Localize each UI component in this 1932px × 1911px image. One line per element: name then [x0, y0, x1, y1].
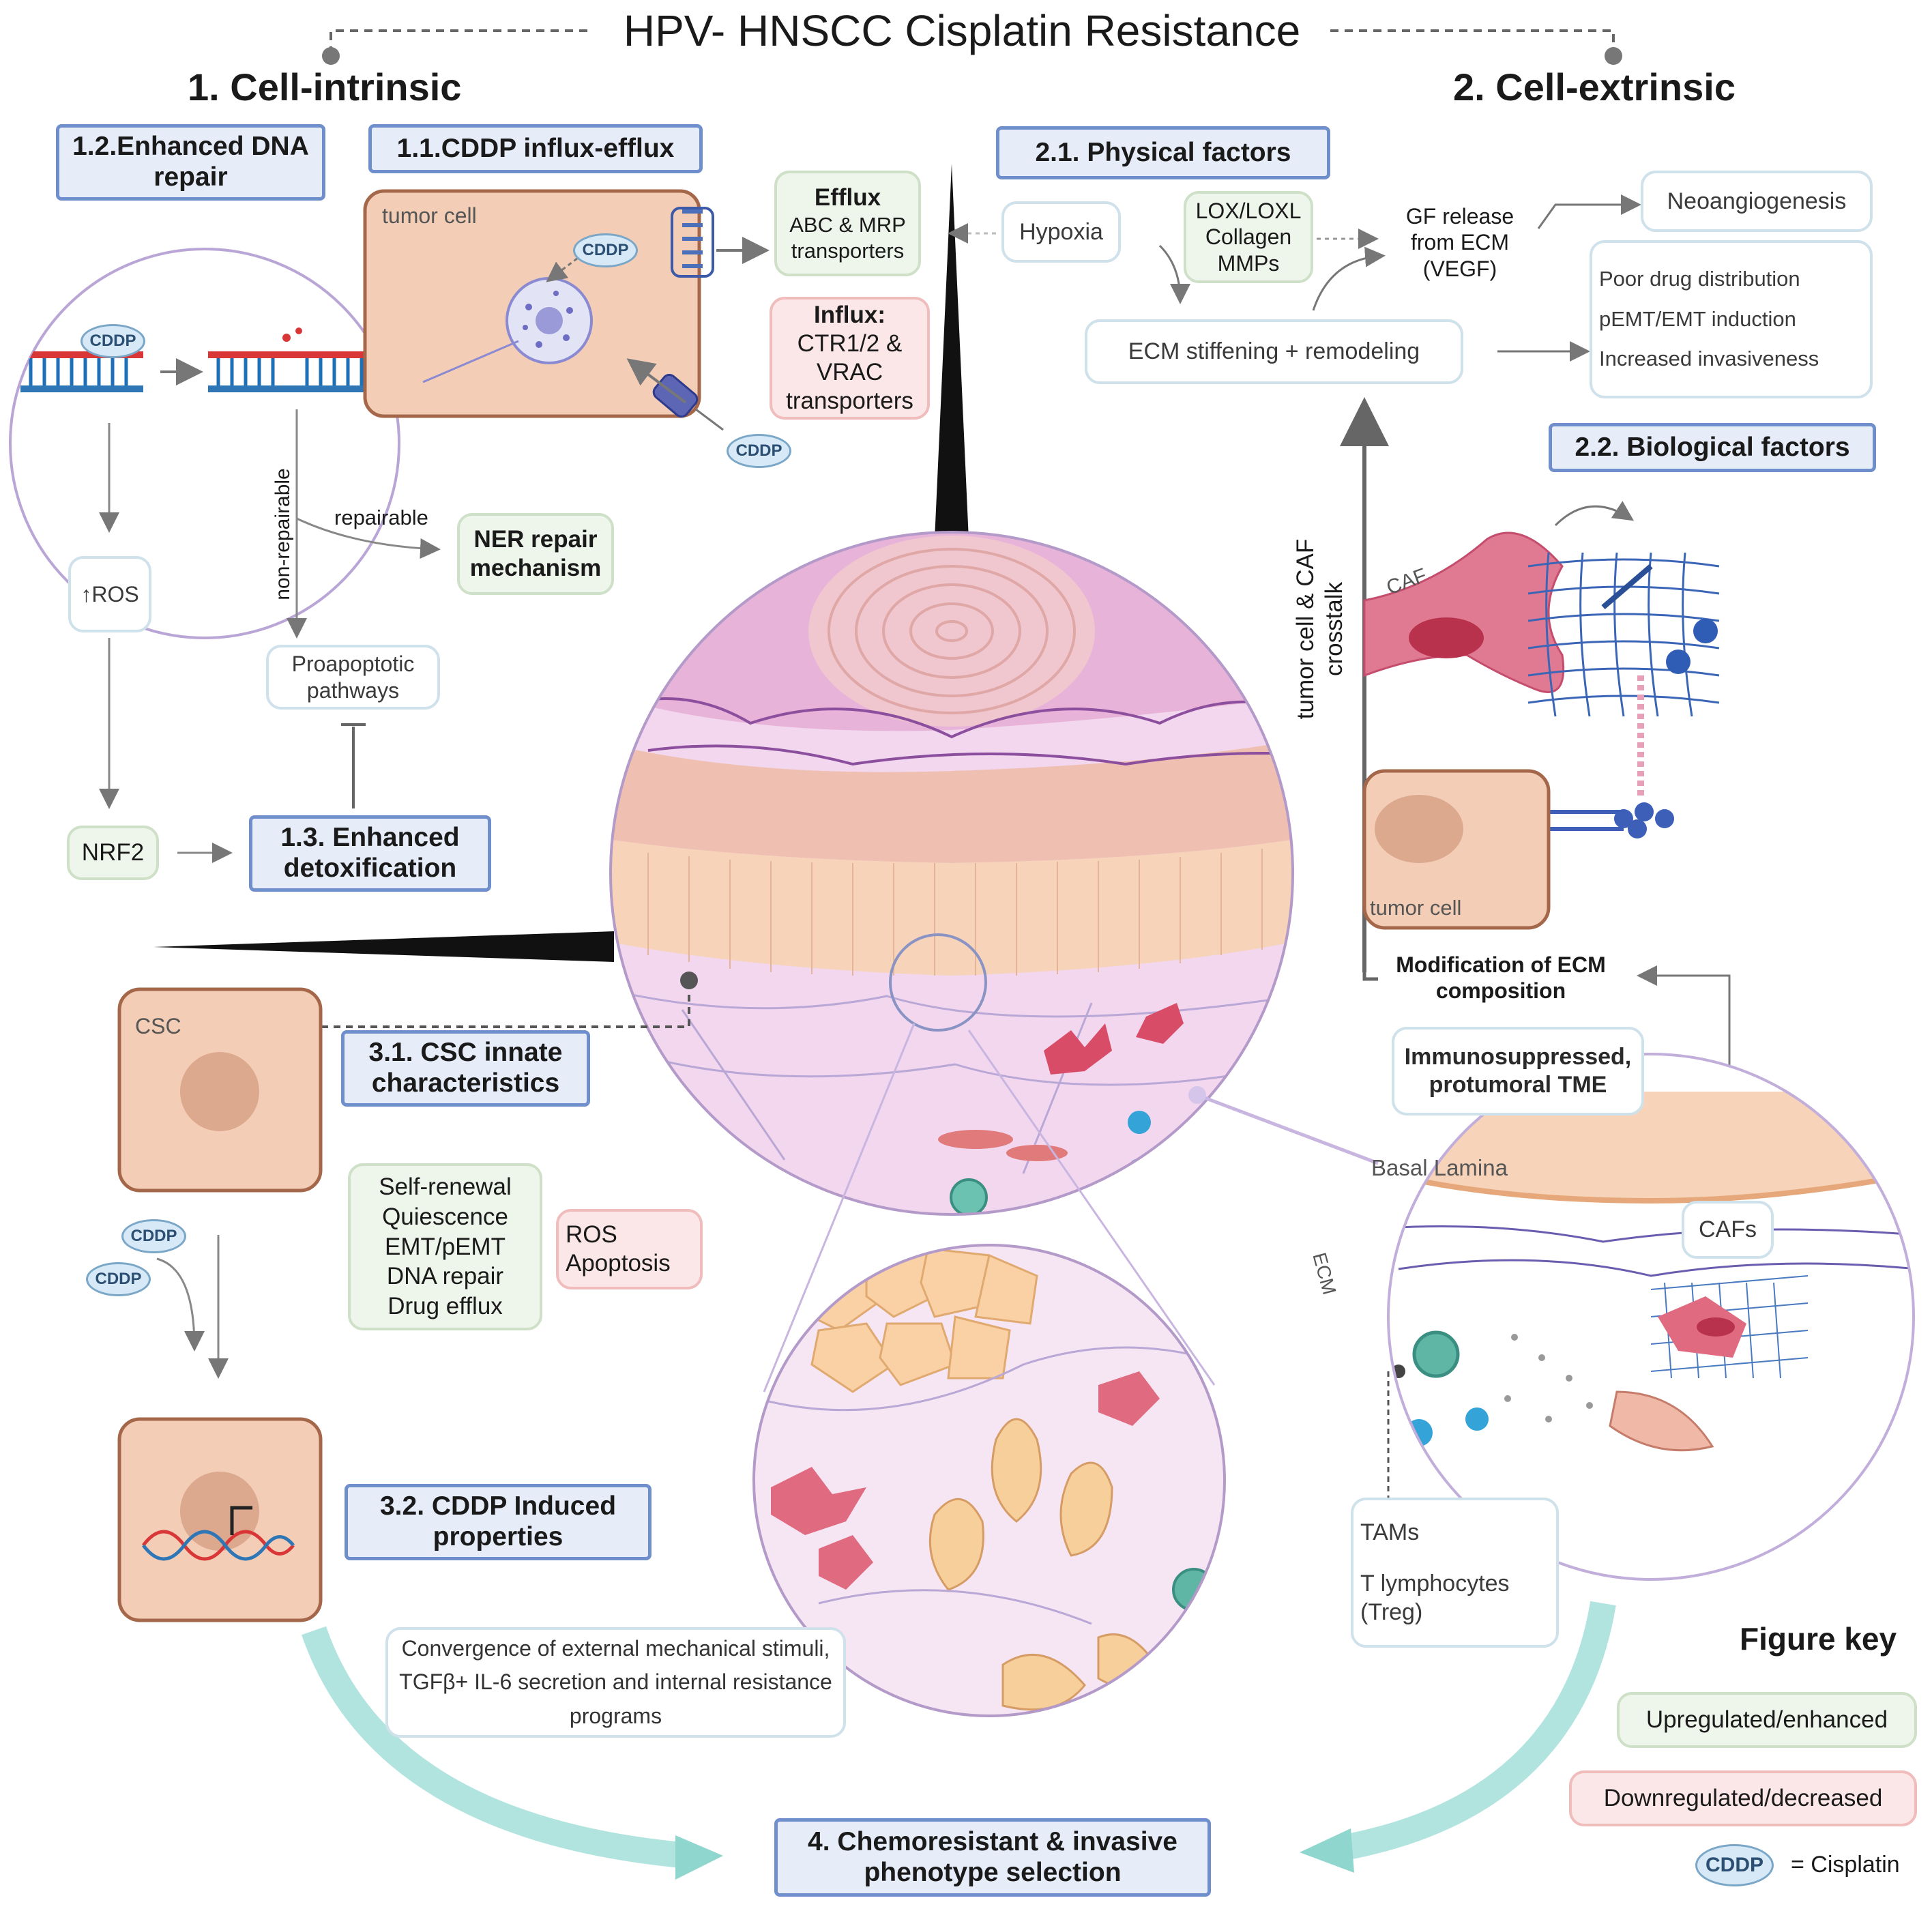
csc-traits-box: Self-renewal Quiescence EMT/pEMT DNA rep…: [348, 1163, 542, 1330]
immune-item: T lymphocytes (Treg): [1360, 1570, 1510, 1626]
teal-arrow-left: [302, 1626, 690, 1869]
csc-trait: Drug efflux: [387, 1293, 503, 1320]
cddp-badge: CDDP: [727, 434, 791, 468]
basal-lamina-label: Basal Lamina: [1371, 1155, 1508, 1180]
header-phenotype-selection: 4. Chemoresistant & invasive phenotype s…: [774, 1818, 1211, 1897]
csc-down-item: Apoptosis: [566, 1250, 671, 1277]
efflux-box: Efflux ABC & MRP transporters: [774, 171, 921, 276]
header-cddp-induced: 3.2. CDDP Induced properties: [345, 1484, 652, 1560]
hypoxia-box: Hypoxia: [1001, 201, 1121, 263]
header-csc-innate: 3.1. CSC innate characteristics: [341, 1030, 590, 1107]
header-biological-factors: 2.2. Biological factors: [1549, 423, 1876, 472]
header-dna-repair: 1.2.Enhanced DNA repair: [56, 124, 325, 201]
cafs-box: CAFs: [1682, 1201, 1774, 1259]
figure-key-title: Figure key: [1740, 1621, 1897, 1657]
header-physical-factors: 2.1. Physical factors: [996, 126, 1330, 179]
cddp-badge: CDDP: [573, 233, 638, 267]
neoangiogenesis-box: Neoangiogenesis: [1641, 171, 1873, 232]
effect-item: Increased invasiveness: [1599, 347, 1819, 371]
nrf2-box: NRF2: [67, 826, 159, 880]
convergence-box: Convergence of external mechanical stimu…: [385, 1627, 846, 1738]
tme-box: Immunosuppressed, protumoral TME: [1392, 1027, 1644, 1115]
csc-trait: EMT/pEMT: [385, 1233, 506, 1260]
influx-title: Influx:: [814, 302, 886, 328]
section-cell-extrinsic: 2. Cell-extrinsic: [1453, 65, 1736, 108]
effect-item: Poor drug distribution: [1599, 266, 1800, 291]
immune-box: TAMs T lymphocytes (Treg): [1351, 1498, 1559, 1648]
modification-label: Modification of ECM composition: [1396, 952, 1606, 1004]
title-bracket: [322, 29, 1622, 65]
tumor-cell-right-label: tumor cell: [1370, 896, 1462, 920]
key-cddp-meaning: = Cisplatin: [1791, 1852, 1900, 1878]
csc-trait: DNA repair: [386, 1263, 504, 1290]
immune-item: TAMs: [1360, 1519, 1420, 1546]
teal-arrow-right: [1334, 1601, 1616, 1862]
cddp-badge: CDDP: [86, 1262, 151, 1296]
non-repairable-label: non-repairable: [272, 468, 294, 600]
cddp-badge: CDDP: [80, 324, 145, 358]
tumor-cell-label: tumor cell: [382, 203, 477, 228]
ner-box: NER repair mechanism: [457, 513, 614, 595]
influx-body: CTR1/2 & VRAC transporters: [786, 330, 913, 414]
divider-vertical: [933, 164, 970, 570]
efflux-title: Efflux: [814, 184, 881, 211]
cddp-badge: CDDP: [121, 1219, 186, 1253]
effect-item: pEMT/EMT induction: [1599, 306, 1796, 331]
lox-box: LOX/LOXL Collagen MMPs: [1184, 191, 1313, 283]
csc-down-item: ROS: [566, 1221, 617, 1248]
key-downregulated: Downregulated/decreased: [1569, 1770, 1917, 1826]
key-upregulated: Upregulated/enhanced: [1617, 1692, 1917, 1748]
csc-trait: Quiescence: [382, 1203, 508, 1230]
tme-circle: [1388, 1054, 1914, 1579]
section-cell-intrinsic: 1. Cell-intrinsic: [188, 65, 462, 108]
caf-illustration: [1363, 501, 1720, 838]
csc-trait: Self-renewal: [379, 1173, 512, 1201]
header-influx-efflux: 1.1.CDDP influx-efflux: [368, 124, 703, 173]
gf-release-label: GF release from ECM (VEGF): [1405, 204, 1514, 281]
influx-box: Influx: CTR1/2 & VRAC transporters: [770, 297, 930, 420]
key-cddp-badge: CDDP: [1695, 1844, 1774, 1886]
proapoptotic-box: Proapoptotic pathways: [266, 645, 440, 710]
efflux-body: ABC & MRP transporters: [789, 213, 906, 263]
csc-label: CSC: [135, 1014, 181, 1038]
ros-box: ↑ROS: [68, 556, 151, 632]
crosstalk-label: tumor cell & CAF crosstalk: [1292, 538, 1347, 720]
divider-horizontal: [153, 931, 614, 962]
repairable-label: repairable: [334, 506, 428, 529]
figure-title: HPV- HNSCC Cisplatin Resistance: [623, 6, 1301, 55]
effects-box: Poor drug distribution pEMT/EMT inductio…: [1590, 240, 1873, 398]
header-detoxification: 1.3. Enhanced detoxification: [249, 815, 491, 892]
csc-down-box: ROS Apoptosis: [556, 1209, 703, 1289]
ecm-stiffening-box: ECM stiffening + remodeling: [1085, 319, 1463, 384]
